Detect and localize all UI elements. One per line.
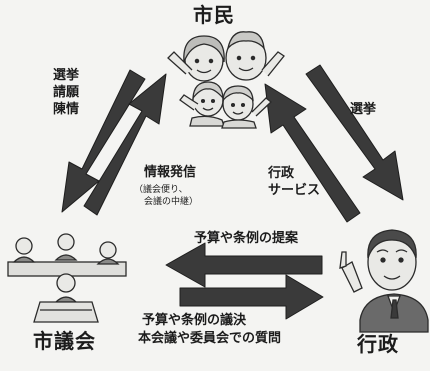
- arrow-council-to-administration: [179, 274, 324, 320]
- label-petition: 請願: [53, 85, 80, 100]
- administration-illustration: [339, 229, 429, 333]
- label-election-to-admin: 選挙: [350, 102, 377, 117]
- council-illustration: [7, 233, 127, 323]
- citizens-label: 市民: [193, 3, 235, 27]
- label-session-questions: 本会議や委員会での質問: [138, 331, 282, 346]
- label-budget-resolution: 予算や条例の議決: [142, 313, 247, 328]
- label-admin: 行政: [268, 166, 295, 181]
- arrow-administration-to-council: [165, 242, 323, 288]
- arrow-citizens-to-administration: [305, 64, 404, 201]
- arrow-council-to-citizens: [83, 73, 167, 216]
- administration-label: 行政: [357, 332, 399, 356]
- label-info-note-line1: （議会便り、: [134, 185, 188, 195]
- label-council-decisions: 予算や条例の議決 本会議や委員会での質問: [138, 312, 281, 348]
- arrow-citizens-to-council: [61, 69, 146, 213]
- label-appeal: 陳情: [53, 102, 80, 117]
- label-info-release: 情報発信: [144, 165, 197, 180]
- label-admin-service: 行政 サービス: [268, 165, 320, 199]
- arrow-administration-to-citizens: [264, 83, 361, 223]
- label-budget-proposal: 予算や条例の提案: [194, 231, 299, 246]
- label-election-petition: 選挙 請願 陳情: [53, 67, 79, 118]
- label-election: 選挙: [53, 68, 80, 83]
- label-info-note: （議会便り、 会議の中継）: [134, 184, 198, 208]
- citizens-illustration: [167, 31, 285, 129]
- label-service: サービス: [268, 183, 321, 198]
- council-label: 市議会: [33, 329, 96, 353]
- label-info-note-line2: 会議の中継）: [144, 197, 199, 207]
